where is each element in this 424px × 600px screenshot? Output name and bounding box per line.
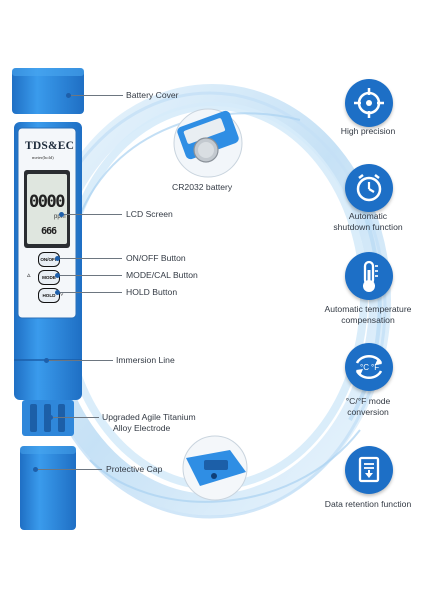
feature-label-conversion: °C/°F mode conversion [313,396,423,418]
feature-line: Automatic [348,211,388,221]
svg-text:°C: °C [360,363,369,372]
lcd-screen-label: LCD Screen [126,209,173,219]
feature-line: High precision [340,126,396,136]
leader-line [38,469,102,470]
battery-cover-part [12,68,84,114]
callout-dot [55,256,60,261]
brand-subtitle: meter(hold) [32,155,54,160]
callout-dot [66,93,71,98]
feature-line: Automatic temperature [324,304,412,314]
feature-label-high-precision: High precision [313,126,423,137]
leader-line [60,258,122,259]
on-off-label: ON/OFF Button [126,253,186,263]
mode-cal-label: MODE/CAL Button [126,270,198,280]
callout-dot [48,415,53,420]
feature-line: °C/°F mode [345,396,391,406]
leader-line [64,214,122,215]
hold-button[interactable]: HOLD [38,288,60,303]
leader-line [60,292,122,293]
callout-dot [44,358,49,363]
svg-text:°F: °F [371,363,379,372]
target-icon [345,79,393,127]
on-off-button[interactable]: ON/OFF [38,252,60,267]
feature-label-shutdown: Automatic shutdown function [313,211,423,233]
callout-dot [55,290,60,295]
document-save-icon [345,446,393,494]
callout-dot [59,212,64,217]
swap-arrows-icon: °C °F [345,343,393,391]
lcd-unit: ppm [54,214,66,220]
feature-label-data-retention: Data retention function [313,499,423,510]
immersion-line-label: Immersion Line [116,355,175,365]
mode-cal-button[interactable]: MODE CAL [38,270,60,293]
electrode-label-line2: Alloy Electrode [113,423,171,433]
thermometer-icon [345,252,393,300]
feature-line: conversion [347,407,389,417]
protective-cap-label: Protective Cap [106,464,163,474]
lcd-main-reading: 0000 [29,192,65,212]
feature-line: compensation [341,315,395,325]
leader-line [49,360,113,361]
up-triangle-icon: ▵ [27,272,31,279]
lcd-screen [27,174,67,244]
leader-line [53,417,99,418]
battery-inset-label: CR2032 battery [172,182,233,192]
hold-label: HOLD Button [126,287,178,297]
lcd-secondary-reading: 666 [41,226,57,237]
leader-line [60,275,122,276]
callout-dot [55,273,60,278]
down-triangle-icon: ▿ [60,291,64,298]
electrode-label-line1: Upgraded Agile Titanium [102,412,196,422]
brand-logo: TDS&EC [25,140,75,152]
feature-line: Data retention function [324,499,412,509]
callout-dot [33,467,38,472]
leader-line [71,95,123,96]
feature-line: shutdown function [333,222,403,232]
battery-cover-label: Battery Cover [126,90,179,100]
clock-icon [345,164,393,212]
feature-label-temperature: Automatic temperature compensation [313,304,423,326]
